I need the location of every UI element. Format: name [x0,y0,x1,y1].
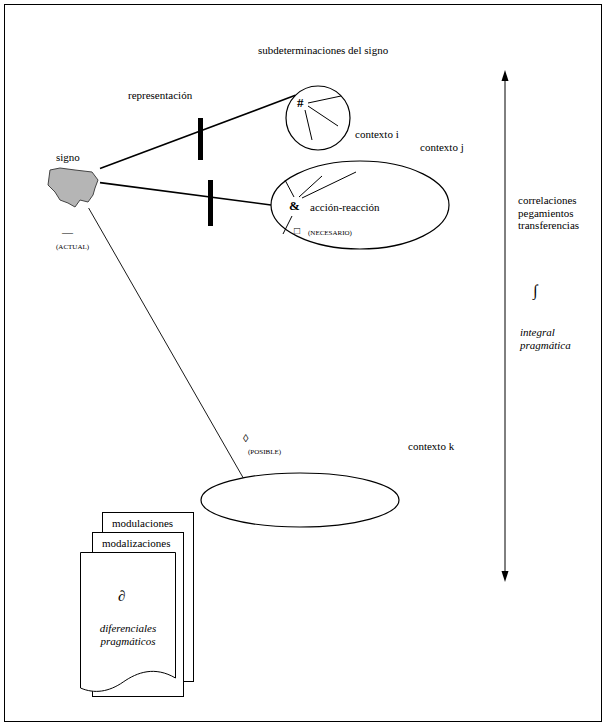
branch-line [308,96,341,103]
node-text: diferenciales pragmáticos [88,622,168,647]
node-text: contexto j [420,141,464,154]
sign-shape: signo [44,150,100,208]
arrow-head [502,571,509,582]
node-text: # [297,96,304,111]
sign-branches [283,96,356,234]
context-ellipse: contexto k [200,472,400,528]
bar-label: representación [128,89,192,102]
branch-line [308,106,338,126]
node-text: modalizaciones [102,537,170,550]
representation-bar [198,118,203,160]
connector-line [100,183,271,205]
node-text: subdeterminaciones del signo [258,44,388,57]
arrow-head [502,70,509,81]
context-outline [271,161,449,249]
sign-blob [48,168,98,207]
branch-line [285,180,294,197]
connector-line [100,95,295,168]
outer-frame [5,5,602,722]
node-text: & [289,199,300,214]
document-page: ∂ diferenciales pragmáticos [80,552,176,692]
context-outline [201,473,399,527]
context-circle: subdeterminaciones del signo#contexto i [285,85,351,151]
bracket-label: correlaciones pegamientos transferencias [518,194,600,232]
context-outline [286,86,350,150]
bracket-label: integral pragmática [520,326,584,351]
node-text: contexto i [355,128,399,141]
node-text: modulaciones [112,517,173,530]
page-outline [81,553,176,692]
context-ellipse: contexto j&acción-reacción [270,160,450,250]
branch-line [305,110,312,140]
node-text: acción-reacción [310,201,380,214]
node-outline [200,472,400,528]
modal-symbol: ◊ [243,432,248,445]
modal-symbol: □ [294,225,300,237]
connector-line [89,208,244,478]
modal-note: (POSIBLE) [248,448,281,456]
node-text: signo [56,151,80,164]
node-text: contexto k [408,440,454,453]
node-outline [285,85,351,151]
representation-bar [208,180,213,226]
modal-symbol: — [62,226,73,239]
double-arrow-line [505,78,506,574]
integral-symbol: ∫ [533,282,537,300]
node-text: ∂ [118,588,125,605]
branch-line [302,172,356,198]
modal-note: (ACTUAL) [56,243,89,251]
modal-note: (NECESARIO) [308,229,352,237]
